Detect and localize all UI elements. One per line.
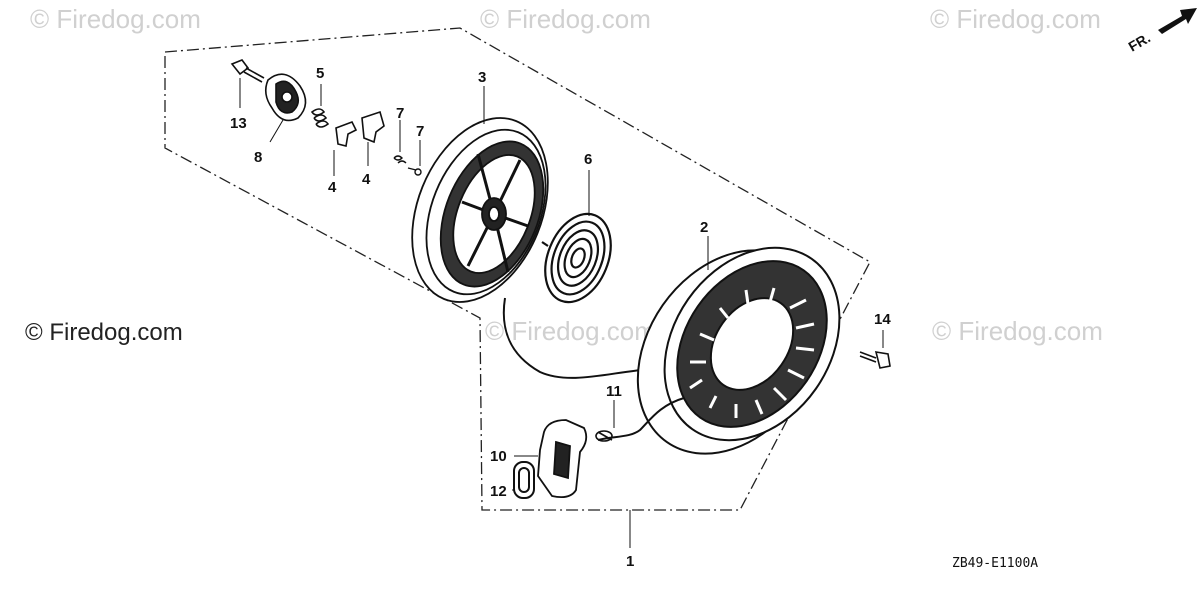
callout-13: 13 xyxy=(230,115,247,132)
callout-7-left: 7 xyxy=(396,105,404,122)
watermark-middle-center: © Firedog.com xyxy=(485,316,656,346)
callout-2: 2 xyxy=(700,219,708,236)
assembly-outline xyxy=(164,27,871,511)
front-direction-label: FR. xyxy=(1126,29,1154,54)
part-7-small-spring-a xyxy=(393,155,407,164)
part-4-pawl-right xyxy=(361,110,385,144)
callout-12: 12 xyxy=(490,483,507,500)
front-direction-indicator: FR. xyxy=(1126,8,1197,55)
front-arrow-icon xyxy=(1158,8,1197,34)
part-11-rope-knot xyxy=(595,430,613,442)
callout-14: 14 xyxy=(874,311,891,328)
part-3-starter-reel xyxy=(411,117,549,303)
callout-11: 11 xyxy=(606,383,622,400)
diagram-code: ZB49-E1100A xyxy=(952,556,1038,571)
part-2-starter-cover xyxy=(636,246,841,455)
callout-1: 1 xyxy=(626,553,634,570)
watermark-top-center: © Firedog.com xyxy=(480,4,651,34)
watermark-top-right: © Firedog.com xyxy=(930,4,1101,34)
watermark-middle-right: © Firedog.com xyxy=(932,316,1103,346)
part-5-spring xyxy=(310,108,330,128)
part-6-spiral-spring xyxy=(541,212,612,304)
callout-6: 6 xyxy=(584,151,592,168)
part-14-flange-bolt xyxy=(859,351,891,369)
part-4-pawl-left xyxy=(335,120,358,147)
watermark-top-left: © Firedog.com xyxy=(30,4,201,34)
callout-5: 5 xyxy=(316,65,324,82)
callout-7-right: 7 xyxy=(416,123,424,140)
part-8-ratchet xyxy=(264,73,307,122)
callout-3: 3 xyxy=(478,69,486,86)
callout-4-left: 4 xyxy=(328,179,337,196)
part-13-flange-bolt xyxy=(230,59,265,83)
callout-8: 8 xyxy=(254,149,262,166)
part-12-grip-insert xyxy=(513,461,535,499)
watermark-middle-left: © Firedog.com xyxy=(25,319,183,346)
part-7-small-spring-b xyxy=(407,167,422,176)
callout-10: 10 xyxy=(490,448,507,465)
part-10-starter-grip xyxy=(537,419,588,499)
callout-4-right: 4 xyxy=(362,171,371,188)
